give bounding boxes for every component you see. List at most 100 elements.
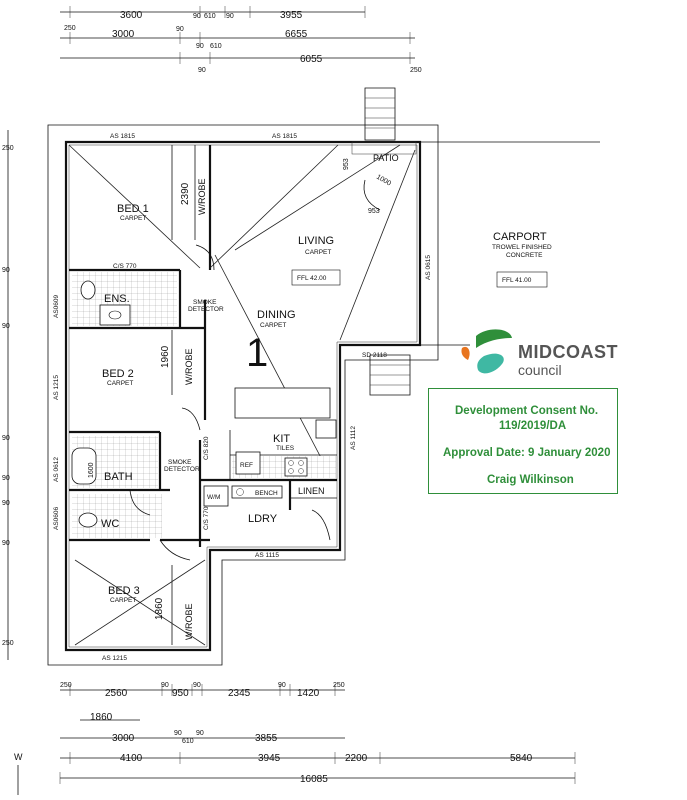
bottom-dim: 610 [182, 738, 194, 745]
window-label: AS 1112 [350, 426, 357, 450]
council-logo-icon [461, 329, 512, 374]
doors [129, 179, 381, 561]
side-dim: 90 [2, 435, 10, 442]
door-swing [311, 509, 331, 541]
external-walls [64, 140, 422, 652]
fridge-label: REF [240, 462, 253, 469]
smoke-label: DETECTOR [188, 306, 224, 313]
patio-steps [351, 87, 417, 396]
top-dim: 250 [410, 67, 422, 74]
tub-icon [236, 488, 244, 496]
top-dim: 6055 [300, 54, 323, 65]
robe-label: W/ROBE [184, 348, 194, 385]
room-floor: CARPET [110, 597, 136, 604]
unit-number: 1 [246, 331, 268, 375]
window-label: SD 2118 [362, 352, 387, 359]
bottom-dim: 1860 [90, 712, 113, 723]
bottom-dim: 90 [278, 682, 286, 689]
bottom-dim: 250 [60, 682, 72, 689]
basin-icon [108, 310, 122, 320]
side-dim: 250 [2, 145, 14, 152]
side-dim: 250 [2, 640, 14, 647]
bottom-dim: 1420 [297, 688, 320, 699]
bottom-dimensions: 250 2560 90 950 90 2345 90 1420 250 1860… [59, 682, 576, 785]
top-dim: 3600 [120, 10, 143, 21]
bottom-dim: 90 [196, 730, 204, 737]
internal-walls [69, 145, 337, 645]
top-dim: 250 [64, 25, 76, 32]
eave-line [47, 124, 439, 666]
bathtub-icon [71, 447, 97, 485]
window-label: C/S 820 [203, 436, 210, 460]
bottom-dim: 5840 [510, 753, 533, 764]
sink-icon [315, 419, 337, 439]
bottom-dim: 3945 [258, 753, 281, 764]
door-swing [195, 244, 215, 271]
side-dim: 90 [2, 323, 10, 330]
consent-number: 119/2019/DA [499, 420, 567, 432]
development-consent-stamp: Development Consent No. 119/2019/DA Appr… [428, 388, 618, 494]
bottom-dim: 2560 [105, 688, 128, 699]
carport-outline [420, 141, 600, 346]
top-dim: 90 [176, 26, 184, 33]
top-dim: 610 [204, 13, 216, 20]
smoke-label: SMOKE [168, 459, 192, 466]
robe-label: W/ROBE [184, 603, 194, 640]
room-name: BED 2 [102, 368, 134, 380]
fridge-icon [235, 451, 261, 475]
floor-level: FFL 42.00 [297, 275, 327, 282]
bottom-dim: 2200 [345, 753, 368, 764]
room-floor: CARPET [120, 215, 146, 222]
door-swing [363, 179, 381, 211]
window-label: C/S 770 [113, 263, 137, 270]
window-label: AS 1215 [102, 655, 127, 662]
room-name: LINEN [298, 486, 325, 496]
bottom-dim: 2345 [228, 688, 251, 699]
door-swing [159, 539, 191, 561]
side-dim: 90 [2, 500, 10, 507]
room-name: LDRY [248, 513, 278, 525]
room-name: ENS. [104, 293, 130, 305]
window-label: AS 1215 [53, 375, 60, 400]
room-name: PATIO [373, 153, 399, 163]
floor-levels: FFL 42.00 FFL 41.00 [291, 269, 548, 288]
top-dim: 90 [193, 13, 201, 20]
room-dim: 953 [343, 158, 350, 170]
room-floor: CARPET [107, 380, 133, 387]
smoke-label: DETECTOR [164, 466, 200, 473]
room-name: CARPORT [493, 231, 547, 243]
bottom-dim: 950 [172, 688, 189, 699]
bottom-dim: 250 [333, 682, 345, 689]
bottom-dim: 4100 [120, 753, 143, 764]
side-dim: 90 [2, 475, 10, 482]
room-dim: 1600 [88, 462, 95, 478]
north-marker: W [14, 752, 23, 795]
bottom-dim: 3855 [255, 733, 278, 744]
side-dimensions: 250 90 90 90 90 90 90 250 [2, 130, 14, 660]
window-labels: AS 1815 AS 1815 AS 1215 AS 1115 SD 2118 … [53, 133, 432, 662]
room-name: DINING [257, 309, 296, 321]
room-name: BATH [104, 471, 133, 483]
council-name: MIDCOAST [518, 342, 618, 362]
top-dim: 90 [196, 43, 204, 50]
top-dim: 90 [226, 13, 234, 20]
window-label: AS0606 [53, 506, 60, 530]
fixtures [71, 280, 337, 528]
floor-level: FFL 41.00 [502, 277, 532, 284]
room-floor: TILES [276, 445, 295, 452]
top-dim: 3000 [112, 29, 135, 40]
consent-signatory: Craig Wilkinson [487, 474, 574, 486]
bottom-dim: 16085 [300, 774, 328, 785]
window-label: AS0609 [53, 294, 60, 318]
room-diagonals [68, 144, 416, 646]
toilet-icon [78, 512, 98, 528]
toilet-icon [80, 280, 96, 300]
council-subname: council [518, 362, 562, 378]
room-dim: 953 [368, 208, 380, 215]
room-labels: BED 1 CARPET BED 2 CARPET BED 3 CARPET E… [101, 153, 552, 640]
laundry-bench [231, 485, 283, 499]
top-dim: 610 [210, 43, 222, 50]
top-dimensions: 3600 90 610 90 3955 250 3000 90 6655 90 … [60, 6, 422, 74]
room-floor: CONCRETE [506, 252, 543, 259]
window-label: AS 1815 [272, 133, 297, 140]
